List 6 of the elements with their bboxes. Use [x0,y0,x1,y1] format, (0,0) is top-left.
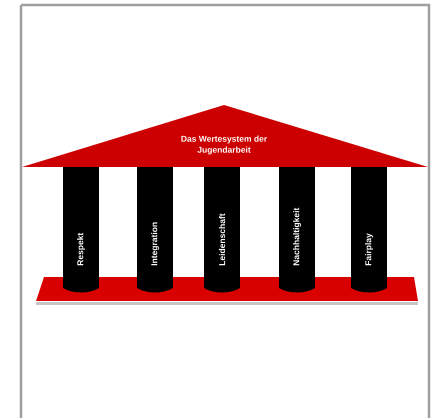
pillar: Integration [137,167,173,292]
pillar: Fairplay [351,167,387,292]
pillar: Respekt [63,167,99,292]
pillar: Leidenschaft [204,167,240,292]
roof-triangle: Das Wertesystem der Jugendarbeit [22,105,428,167]
pillar: Nachhaltigkeit [279,167,315,292]
